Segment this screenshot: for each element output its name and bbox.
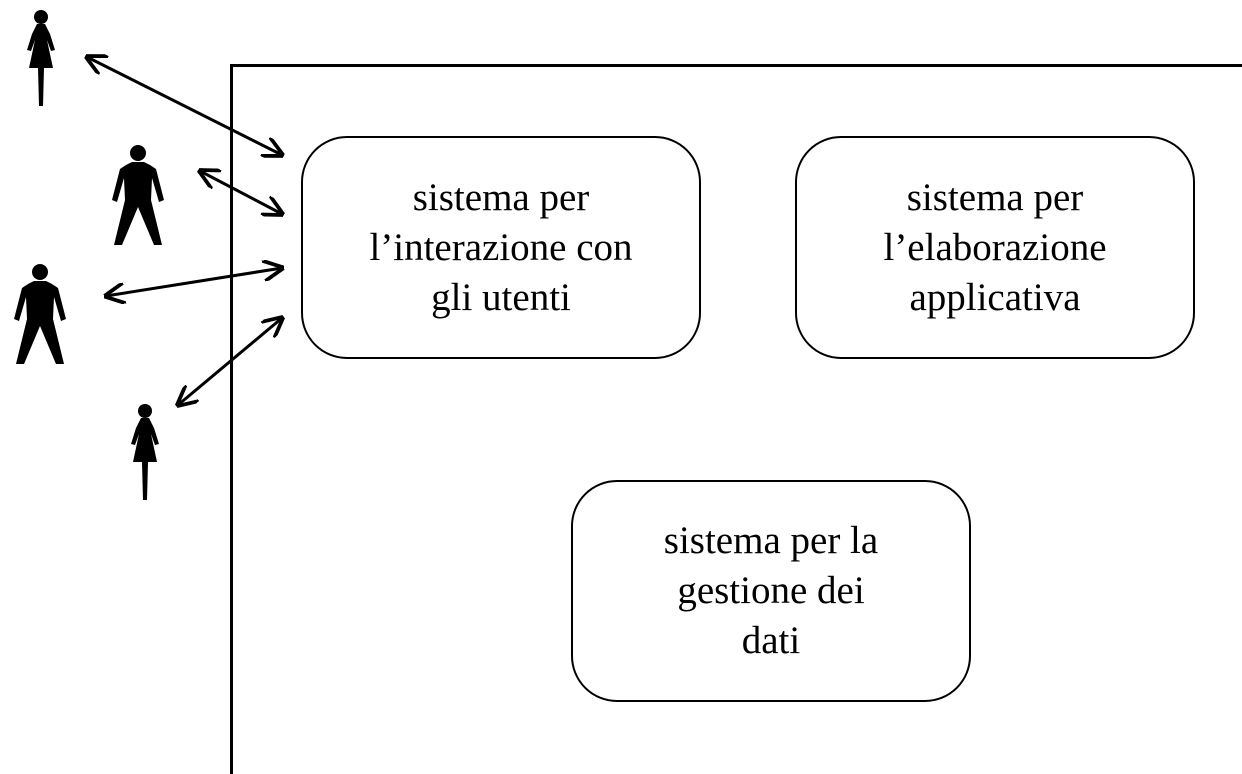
female-user-icon	[131, 404, 159, 500]
female-user-icon	[27, 10, 55, 106]
data-management-subsystem: sistema per la gestione dei dati	[571, 480, 971, 702]
bidirectional-arrow	[200, 171, 282, 214]
male-user-icon	[14, 264, 66, 364]
application-processing-subsystem-label: sistema per l’elaborazione applicativa	[883, 175, 1107, 319]
bidirectional-arrow	[106, 268, 282, 296]
bidirectional-arrow	[178, 318, 282, 405]
user-interaction-subsystem-label: sistema per l’interazione con gli utenti	[369, 175, 633, 319]
information-system-boundary	[230, 64, 1242, 774]
data-management-subsystem-label: sistema per la gestione dei dati	[663, 519, 879, 662]
bidirectional-arrow	[87, 57, 282, 155]
user-interaction-subsystem: sistema per l’interazione con gli utenti	[301, 136, 701, 359]
application-processing-subsystem: sistema per l’elaborazione applicativa	[795, 136, 1195, 359]
male-user-icon	[112, 145, 164, 245]
